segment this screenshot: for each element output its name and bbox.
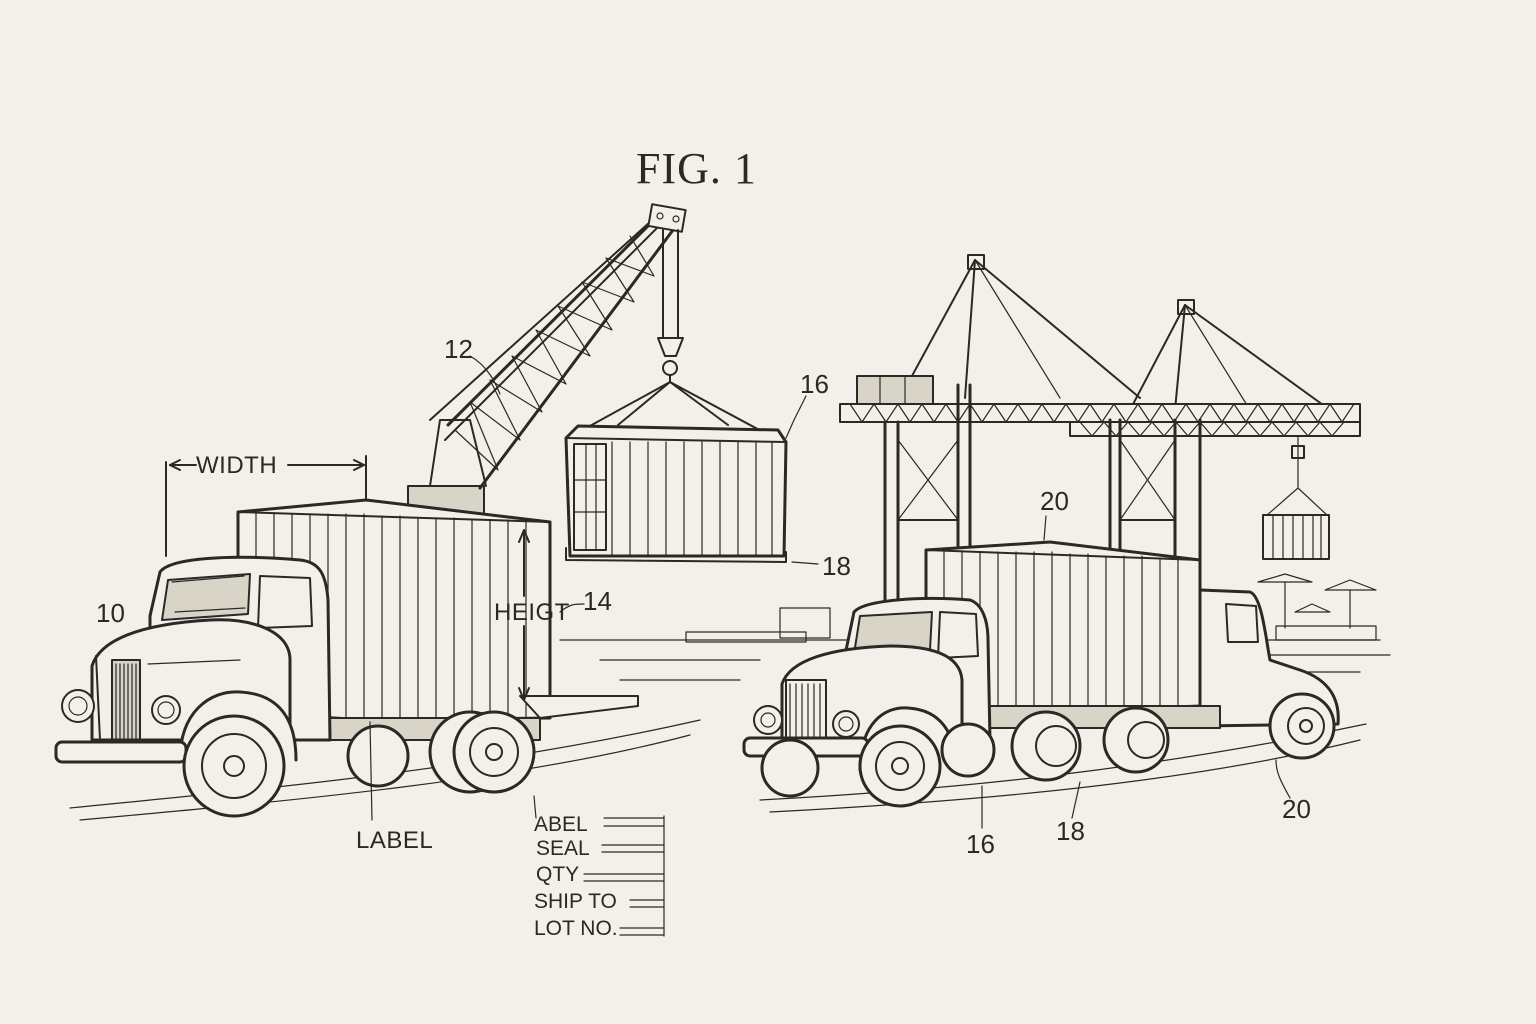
- label-field-ship-to: SHIP TO: [534, 890, 617, 913]
- ref-16-truck: 16: [966, 829, 995, 859]
- suspended-container: [564, 424, 788, 563]
- ref-16-container: 16: [800, 369, 829, 399]
- label-field-lot-no: LOT NO.: [534, 917, 618, 940]
- figure-title: FIG. 1: [636, 144, 757, 193]
- width-label: WIDTH: [196, 452, 277, 479]
- ref-12: 12: [444, 334, 473, 364]
- height-label: HEIGT: [494, 599, 570, 626]
- leader-lines: [369, 355, 1291, 829]
- label-field-seal: SEAL: [536, 837, 590, 860]
- truck-left: [54, 498, 701, 821]
- label-callout: LABEL: [356, 827, 433, 854]
- label-field-list: ABEL SEAL QTY SHIP TO LOT NO.: [534, 813, 665, 940]
- label-field-abel: ABEL: [534, 813, 588, 836]
- truck-right: [742, 540, 1367, 813]
- shore-structures: [1257, 573, 1377, 641]
- ref-20-top: 20: [1040, 486, 1069, 516]
- dimension-width: [165, 455, 367, 557]
- ref-20-truck: 20: [1282, 794, 1311, 824]
- label-field-qty: QTY: [536, 863, 579, 886]
- ref-14: 14: [583, 586, 612, 616]
- gantry-cranes: [839, 254, 1361, 602]
- ref-18-truck: 18: [1056, 816, 1085, 846]
- ref-10: 10: [96, 598, 125, 628]
- dimension-height: [518, 529, 585, 701]
- ref-18-container: 18: [822, 551, 851, 581]
